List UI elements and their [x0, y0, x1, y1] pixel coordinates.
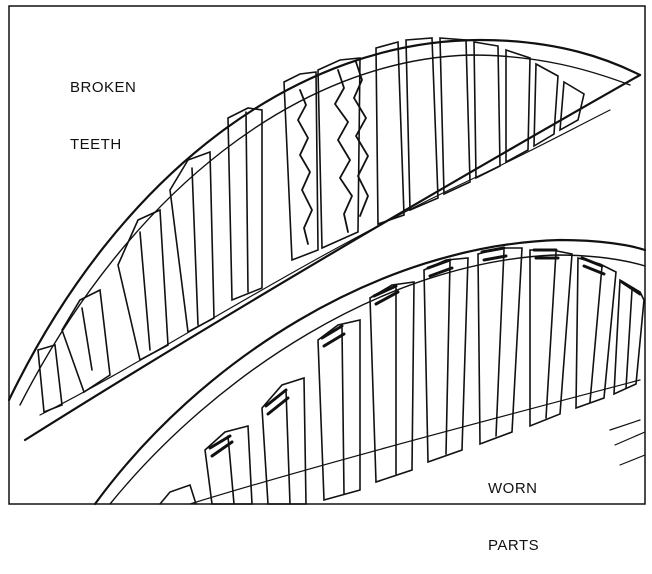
- worn-parts-label-line2: PARTS: [488, 536, 539, 555]
- broken-teeth-label: BROKEN TEETH: [70, 40, 136, 173]
- worn-gear: [95, 240, 645, 504]
- worn-parts-label-line1: WORN: [488, 479, 539, 498]
- worn-gear-teeth: [160, 248, 645, 504]
- broken-teeth-label-line2: TEETH: [70, 135, 136, 154]
- worn-gear-inner-rim: [110, 255, 645, 504]
- worn-parts-label: WORN PARTS: [488, 441, 539, 574]
- fracture-jag-1: [298, 90, 312, 244]
- fracture-jag-3: [354, 62, 368, 216]
- fracture-jag-2: [335, 70, 352, 232]
- broken-teeth-label-line1: BROKEN: [70, 78, 136, 97]
